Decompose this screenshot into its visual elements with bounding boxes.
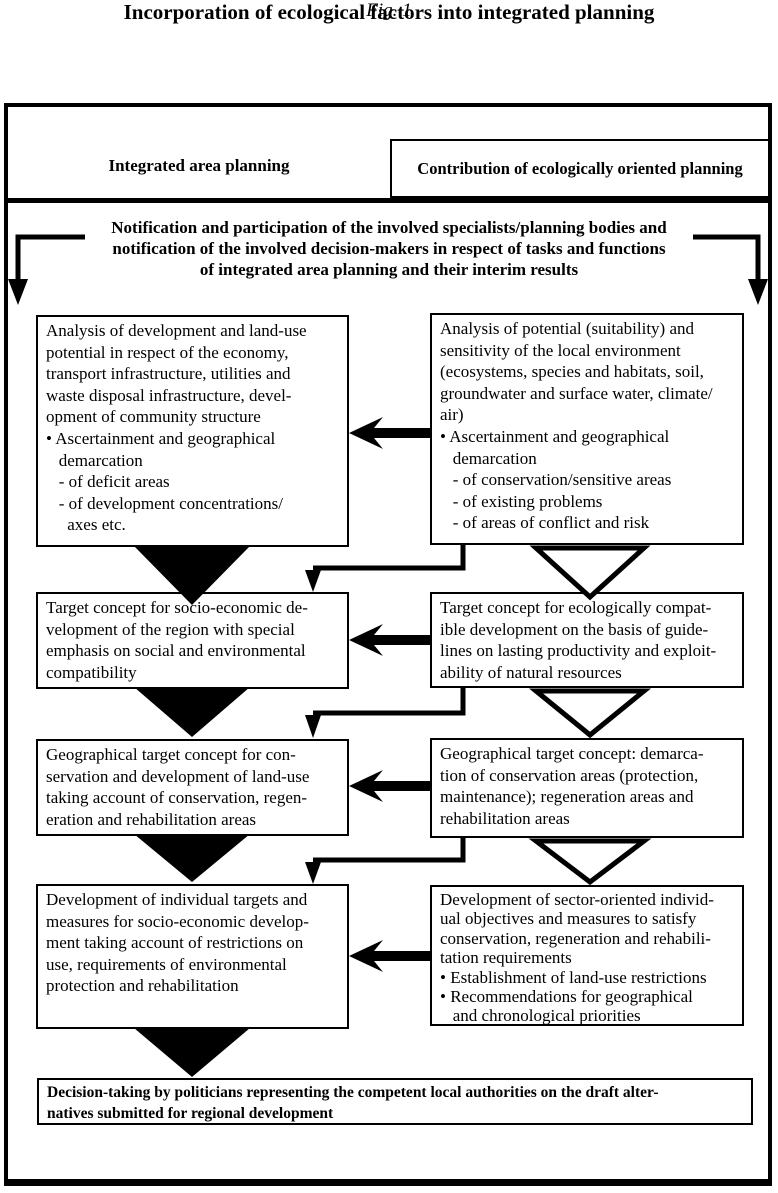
notification-statement: Notification and participation of the in…: [111, 218, 667, 279]
box-target-socioeconomic: Target concept for socio-economic de- ve…: [36, 592, 349, 689]
figure-title: Incorporation of ecological factors into…: [123, 0, 655, 24]
box-decision-taking: Decision-taking by politicians represent…: [37, 1078, 753, 1125]
column-header-integrated-planning: Integrated area planning: [108, 156, 290, 175]
box-geo-target-conservation-development: Geographical target concept for con- ser…: [36, 739, 349, 836]
box-geo-target-demarcation: Geographical target concept: demarca- ti…: [430, 738, 744, 838]
box-individual-targets-measures: Development of individual targets and me…: [36, 884, 349, 1029]
box-target-ecological: Target concept for ecologically compat- …: [430, 592, 744, 688]
box-analysis-environment-sensitivity: Analysis of potential (suitability) and …: [430, 313, 744, 545]
figure-number: Fig. 1: [366, 0, 412, 21]
box-sector-oriented-objectives: Development of sector-oriented individ- …: [430, 885, 744, 1026]
header-divider-line: [4, 198, 772, 203]
diagram-outer-border: [4, 103, 772, 1186]
box-analysis-development-landuse: Analysis of development and land-use pot…: [36, 315, 349, 547]
column-header-ecological-planning: Contribution of ecologically oriented pl…: [390, 139, 770, 198]
